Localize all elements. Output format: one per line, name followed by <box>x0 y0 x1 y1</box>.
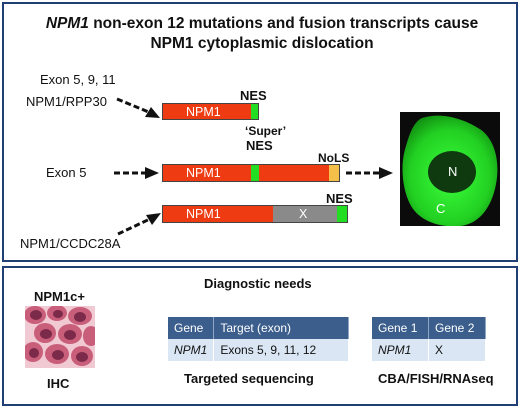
row2-nols-label: NoLS <box>318 151 350 165</box>
ihc-top-label: NPM1c+ <box>34 289 85 304</box>
row2-npm1-text: NPM1 <box>186 166 221 180</box>
row2-nols-segment <box>329 165 339 181</box>
mutation-panel: NPM1 non-exon 12 mutations and fusion tr… <box>2 2 518 262</box>
row3-npm1-text: NPM1 <box>186 207 221 221</box>
row1-npm1-text: NPM1 <box>186 104 221 119</box>
row3-npm1-segment: NPM1 <box>163 206 273 222</box>
cell-nucleus <box>428 151 476 193</box>
row1-npm1-segment: NPM1 <box>163 104 251 119</box>
table-cell: NPM1 <box>168 339 215 361</box>
table-header-cell: Gene 2 <box>428 317 486 339</box>
row2-label-exon5: Exon 5 <box>46 165 87 180</box>
table-row: NPM1 X <box>372 339 486 361</box>
table-header-row: Gene 1 Gene 2 <box>372 317 486 339</box>
panel-title-line2: NPM1 cytoplasmic dislocation <box>150 35 374 52</box>
table-cell: Exons 5, 9, 11, 12 <box>213 339 350 361</box>
row1-nes-segment <box>251 104 258 119</box>
cell-image-drawing: N C <box>402 115 498 226</box>
row3-x-text: X <box>299 207 308 221</box>
row1-label-fusion: NPM1/RPP30 <box>26 94 107 109</box>
row2-nes-label: NES <box>246 138 273 153</box>
fusion-detection-table: Gene 1 Gene 2 NPM1 X <box>372 317 486 361</box>
fusion-detection-caption: CBA/FISH/RNAseq <box>378 371 494 386</box>
row2-nes-segment <box>251 165 259 181</box>
row1-arrow-icon <box>116 97 160 118</box>
row3-x-segment: X <box>273 206 337 222</box>
row3-protein-bar: NPM1 X <box>162 205 348 223</box>
diagnostic-panel <box>2 266 518 406</box>
row2-protein-bar: NPM1 <box>162 164 340 182</box>
row1-label-exons: Exon 5, 9, 11 <box>40 72 116 87</box>
row2-npm1-tail-segment <box>259 165 329 181</box>
title-gene: NPM1 <box>45 15 89 32</box>
ihc-image-drawing <box>25 306 95 368</box>
row2-output-arrow-icon <box>346 167 393 179</box>
ihc-nuclei <box>29 310 88 362</box>
table-header-cell: Gene 1 <box>372 317 429 339</box>
row3-arrow-icon <box>117 213 161 236</box>
targeted-seq-caption: Targeted sequencing <box>184 371 314 386</box>
title-rest: non-exon 12 mutations and fusion transcr… <box>88 15 479 32</box>
row1-protein-bar: NPM1 <box>162 103 259 120</box>
row2-npm1-segment: NPM1 <box>163 165 251 181</box>
ihc-stain-image <box>25 306 95 368</box>
row2-super-label: ‘Super’ <box>245 124 287 138</box>
targeted-seq-table: Gene Target (exon) NPM1 Exons 5, 9, 11, … <box>168 317 350 361</box>
row2-arrow-icon <box>114 167 159 179</box>
row3-nes-segment <box>337 206 347 222</box>
cell-fluorescence-image: N C <box>400 112 500 226</box>
row3-label-fusion: NPM1/CCDC28A <box>20 236 121 251</box>
table-header-cell: Gene <box>168 317 215 339</box>
cytoplasm-label: C <box>436 201 445 216</box>
nucleus-label: N <box>448 164 457 179</box>
table-cell: NPM1 <box>372 339 429 361</box>
row1-nes-label: NES <box>240 88 267 103</box>
table-row: NPM1 Exons 5, 9, 11, 12 <box>168 339 350 361</box>
table-cell: X <box>428 339 486 361</box>
diagnostic-needs-title: Diagnostic needs <box>204 276 312 291</box>
table-header-row: Gene Target (exon) <box>168 317 350 339</box>
row3-nes-label: NES <box>326 191 353 206</box>
ihc-bottom-label: IHC <box>47 376 70 391</box>
table-header-cell: Target (exon) <box>213 317 350 339</box>
panel-title-line1: NPM1 non-exon 12 mutations and fusion tr… <box>4 15 520 33</box>
